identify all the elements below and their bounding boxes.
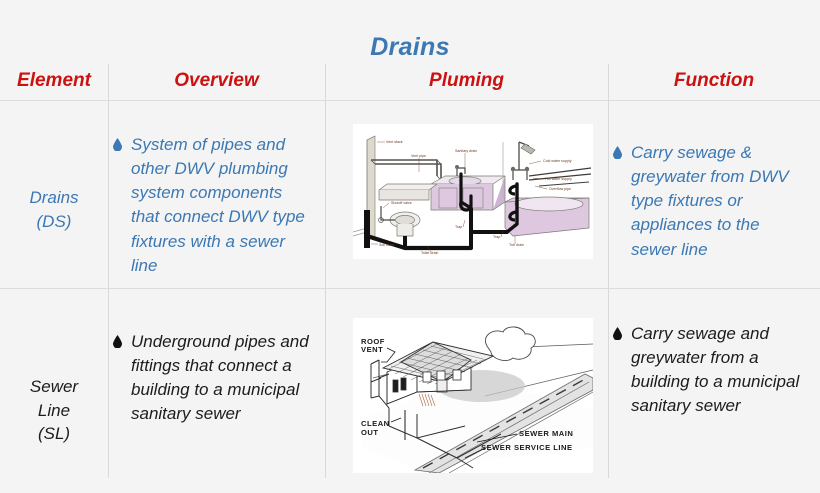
water-drop-bullet-icon	[113, 335, 122, 348]
figure-label: Vent stack	[386, 140, 403, 144]
page-title: Drains	[370, 33, 450, 61]
figure-label: Trap	[455, 225, 462, 229]
row-1-function-text: Carry sewage & greywater from DWV type f…	[631, 143, 789, 259]
row-divider	[0, 288, 820, 289]
table-row: Drains (DS)	[0, 163, 108, 233]
house-sewer-service-line-diagram: ROOF VENT CLEAN OUT SEWER MAIN SEWER SER…	[353, 318, 593, 473]
row-1-function-cell: Carry sewage & greywater from DWV type f…	[613, 141, 809, 262]
figure-label: ROOF	[361, 337, 385, 346]
row-1-element-label: Drains (DS)	[29, 188, 79, 231]
column-divider-1	[108, 64, 109, 478]
figure-label: Overflow pipe	[549, 187, 571, 191]
column-header-overview: Overview	[174, 70, 259, 91]
header-divider	[0, 100, 820, 101]
column-header-element: Element	[17, 70, 91, 91]
row-2-function-cell: Carry sewage and greywater from a buildi…	[613, 322, 809, 419]
water-drop-bullet-icon	[613, 146, 622, 159]
figure-label: Sanitary drain	[455, 149, 477, 153]
figure-label: OUT	[361, 428, 379, 437]
table-grid	[0, 64, 820, 478]
column-divider-3	[608, 64, 609, 478]
row-1-overview-text: System of pipes and other DWV plumbing s…	[131, 135, 305, 275]
row-2-element-label: Sewer Line (SL)	[29, 377, 79, 444]
figure-label: Toilet drain	[421, 251, 438, 255]
row-2-overview-cell: Underground pipes and fittings that conn…	[113, 330, 313, 427]
column-header-function: Function	[673, 70, 755, 91]
figure-label: Shutoff valve	[391, 201, 412, 205]
column-divider-2	[325, 64, 326, 478]
water-drop-bullet-icon	[613, 327, 622, 340]
figure-label: SEWER SERVICE LINE	[481, 443, 573, 452]
column-header-pluming: Pluming	[429, 70, 504, 91]
row-2-function-text: Carry sewage and greywater from a buildi…	[631, 324, 800, 416]
figure-label: Hot water supply	[545, 177, 572, 181]
figure-label: Tub drain	[509, 243, 524, 247]
figure-label: Cold water supply	[543, 159, 572, 163]
table-header-row: Element Overview Pluming Function	[0, 70, 820, 98]
dwv-bathroom-plumbing-diagram: Vent stack Vent pipe Sanitary drain Cold…	[353, 124, 593, 259]
water-drop-bullet-icon	[113, 138, 122, 151]
figure-label: CLEAN	[361, 419, 390, 428]
row-1-overview-cell: System of pipes and other DWV plumbing s…	[113, 133, 313, 278]
figure-label: SEWER MAIN	[519, 429, 573, 438]
figure-label: Soil stack	[379, 243, 395, 247]
figure-label: Trap	[493, 235, 500, 239]
figure-label: VENT	[361, 345, 383, 354]
row-2-overview-text: Underground pipes and fittings that conn…	[131, 332, 309, 424]
figure-label: Vent pipe	[411, 154, 426, 158]
table-row: Sewer Line (SL)	[0, 352, 108, 446]
